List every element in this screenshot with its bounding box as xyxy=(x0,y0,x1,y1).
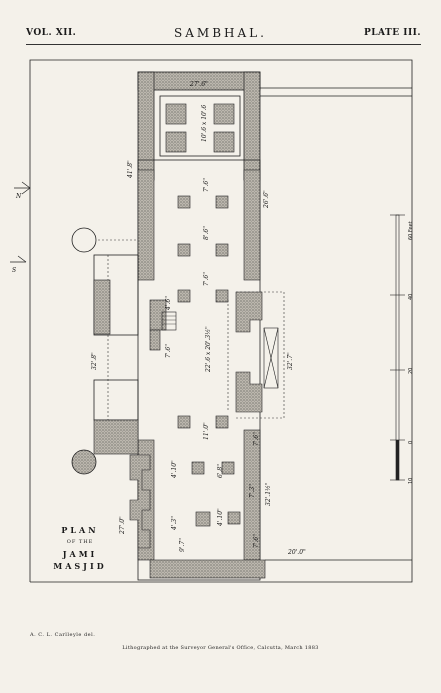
dim-pier-a: 7'.6" xyxy=(165,344,172,358)
dim-pier-e: 4'.10" xyxy=(171,460,178,479)
dim-pier-g: 7'.3" xyxy=(249,484,256,498)
scale-labels: 60 Feet 40 20 0 10 xyxy=(408,221,414,484)
volume-label: VOL. XII. xyxy=(26,28,77,38)
dim-pier-c: 11'.0" xyxy=(203,422,210,440)
draughtsman-credit: A. C. L. Carlleyle del. xyxy=(30,632,96,638)
dim-bottom-width: 20'.0" xyxy=(287,549,306,556)
dimension-labels: 27'.6" 10'.6 x 10'.6 41'.8" 26'.6" 7'.6"… xyxy=(91,81,306,556)
dim-top-width: 27'.6" xyxy=(189,81,208,88)
plan-title: PLAN OF THE JAMI MASJID xyxy=(40,524,120,572)
scale-bar xyxy=(390,214,405,481)
scale-tick-0: 0 xyxy=(408,441,414,444)
dim-pier-f: 6'.8" xyxy=(217,464,224,478)
plan-title-line2: OF THE xyxy=(66,539,94,545)
dim-left-lower-2: 4'.3" xyxy=(171,516,178,531)
dim-pier-d: 7'.6" xyxy=(253,432,260,446)
dim-inner-room: 10'.6 x 10'.6 xyxy=(201,105,208,142)
north-arrow-icon xyxy=(10,181,31,263)
scale-tick-10: 10 xyxy=(408,478,414,484)
plan-title-line1: PLAN xyxy=(61,525,99,535)
plan-title-line3: JAMI MASJID xyxy=(53,549,107,571)
scale-tick-40: 40 xyxy=(408,294,414,300)
dim-right-bay: 32'.7" xyxy=(287,352,294,370)
plate-label: PLATE III. xyxy=(363,28,421,38)
pier-grid xyxy=(149,195,241,527)
central-piers xyxy=(235,291,279,413)
dim-right-lower: 32'.1½" xyxy=(265,482,272,506)
dim-left-lower: 27'.0" xyxy=(119,516,126,535)
dim-bay-3: 7'.6" xyxy=(203,272,210,286)
compass-north: N xyxy=(15,193,22,200)
dim-right-upper: 26'.6" xyxy=(263,190,270,209)
dim-court-main: 22'.6 x 20'.3½" xyxy=(205,326,212,373)
enclosure-lines xyxy=(29,59,413,583)
scale-unit: 60 Feet xyxy=(408,221,414,240)
corner-towers xyxy=(71,227,97,475)
north-chamber xyxy=(137,71,261,181)
dim-bottom-b: 7'.6" xyxy=(253,534,260,548)
lithograph-credit: Lithographed at the Surveyor General's O… xyxy=(122,645,319,651)
compass-mark: S xyxy=(12,267,16,274)
scale-tick-20: 20 xyxy=(408,368,414,374)
header-rule xyxy=(26,44,421,45)
dim-bottom-a: 9'.7" xyxy=(179,538,186,552)
dim-left-court: 32'.8" xyxy=(91,352,98,370)
page-title: SAMBHAL. xyxy=(174,26,267,40)
stepped-wall xyxy=(129,454,151,549)
dim-pier-b: 4'.6" xyxy=(165,296,172,311)
dim-bay-2: 8'.6" xyxy=(203,226,210,240)
dim-bay-1: 7'.6" xyxy=(203,178,210,192)
dim-left-wall-upper: 41'.8" xyxy=(127,160,134,179)
dim-pier-h: 4'.10" xyxy=(217,508,224,527)
west-annex xyxy=(93,254,177,455)
